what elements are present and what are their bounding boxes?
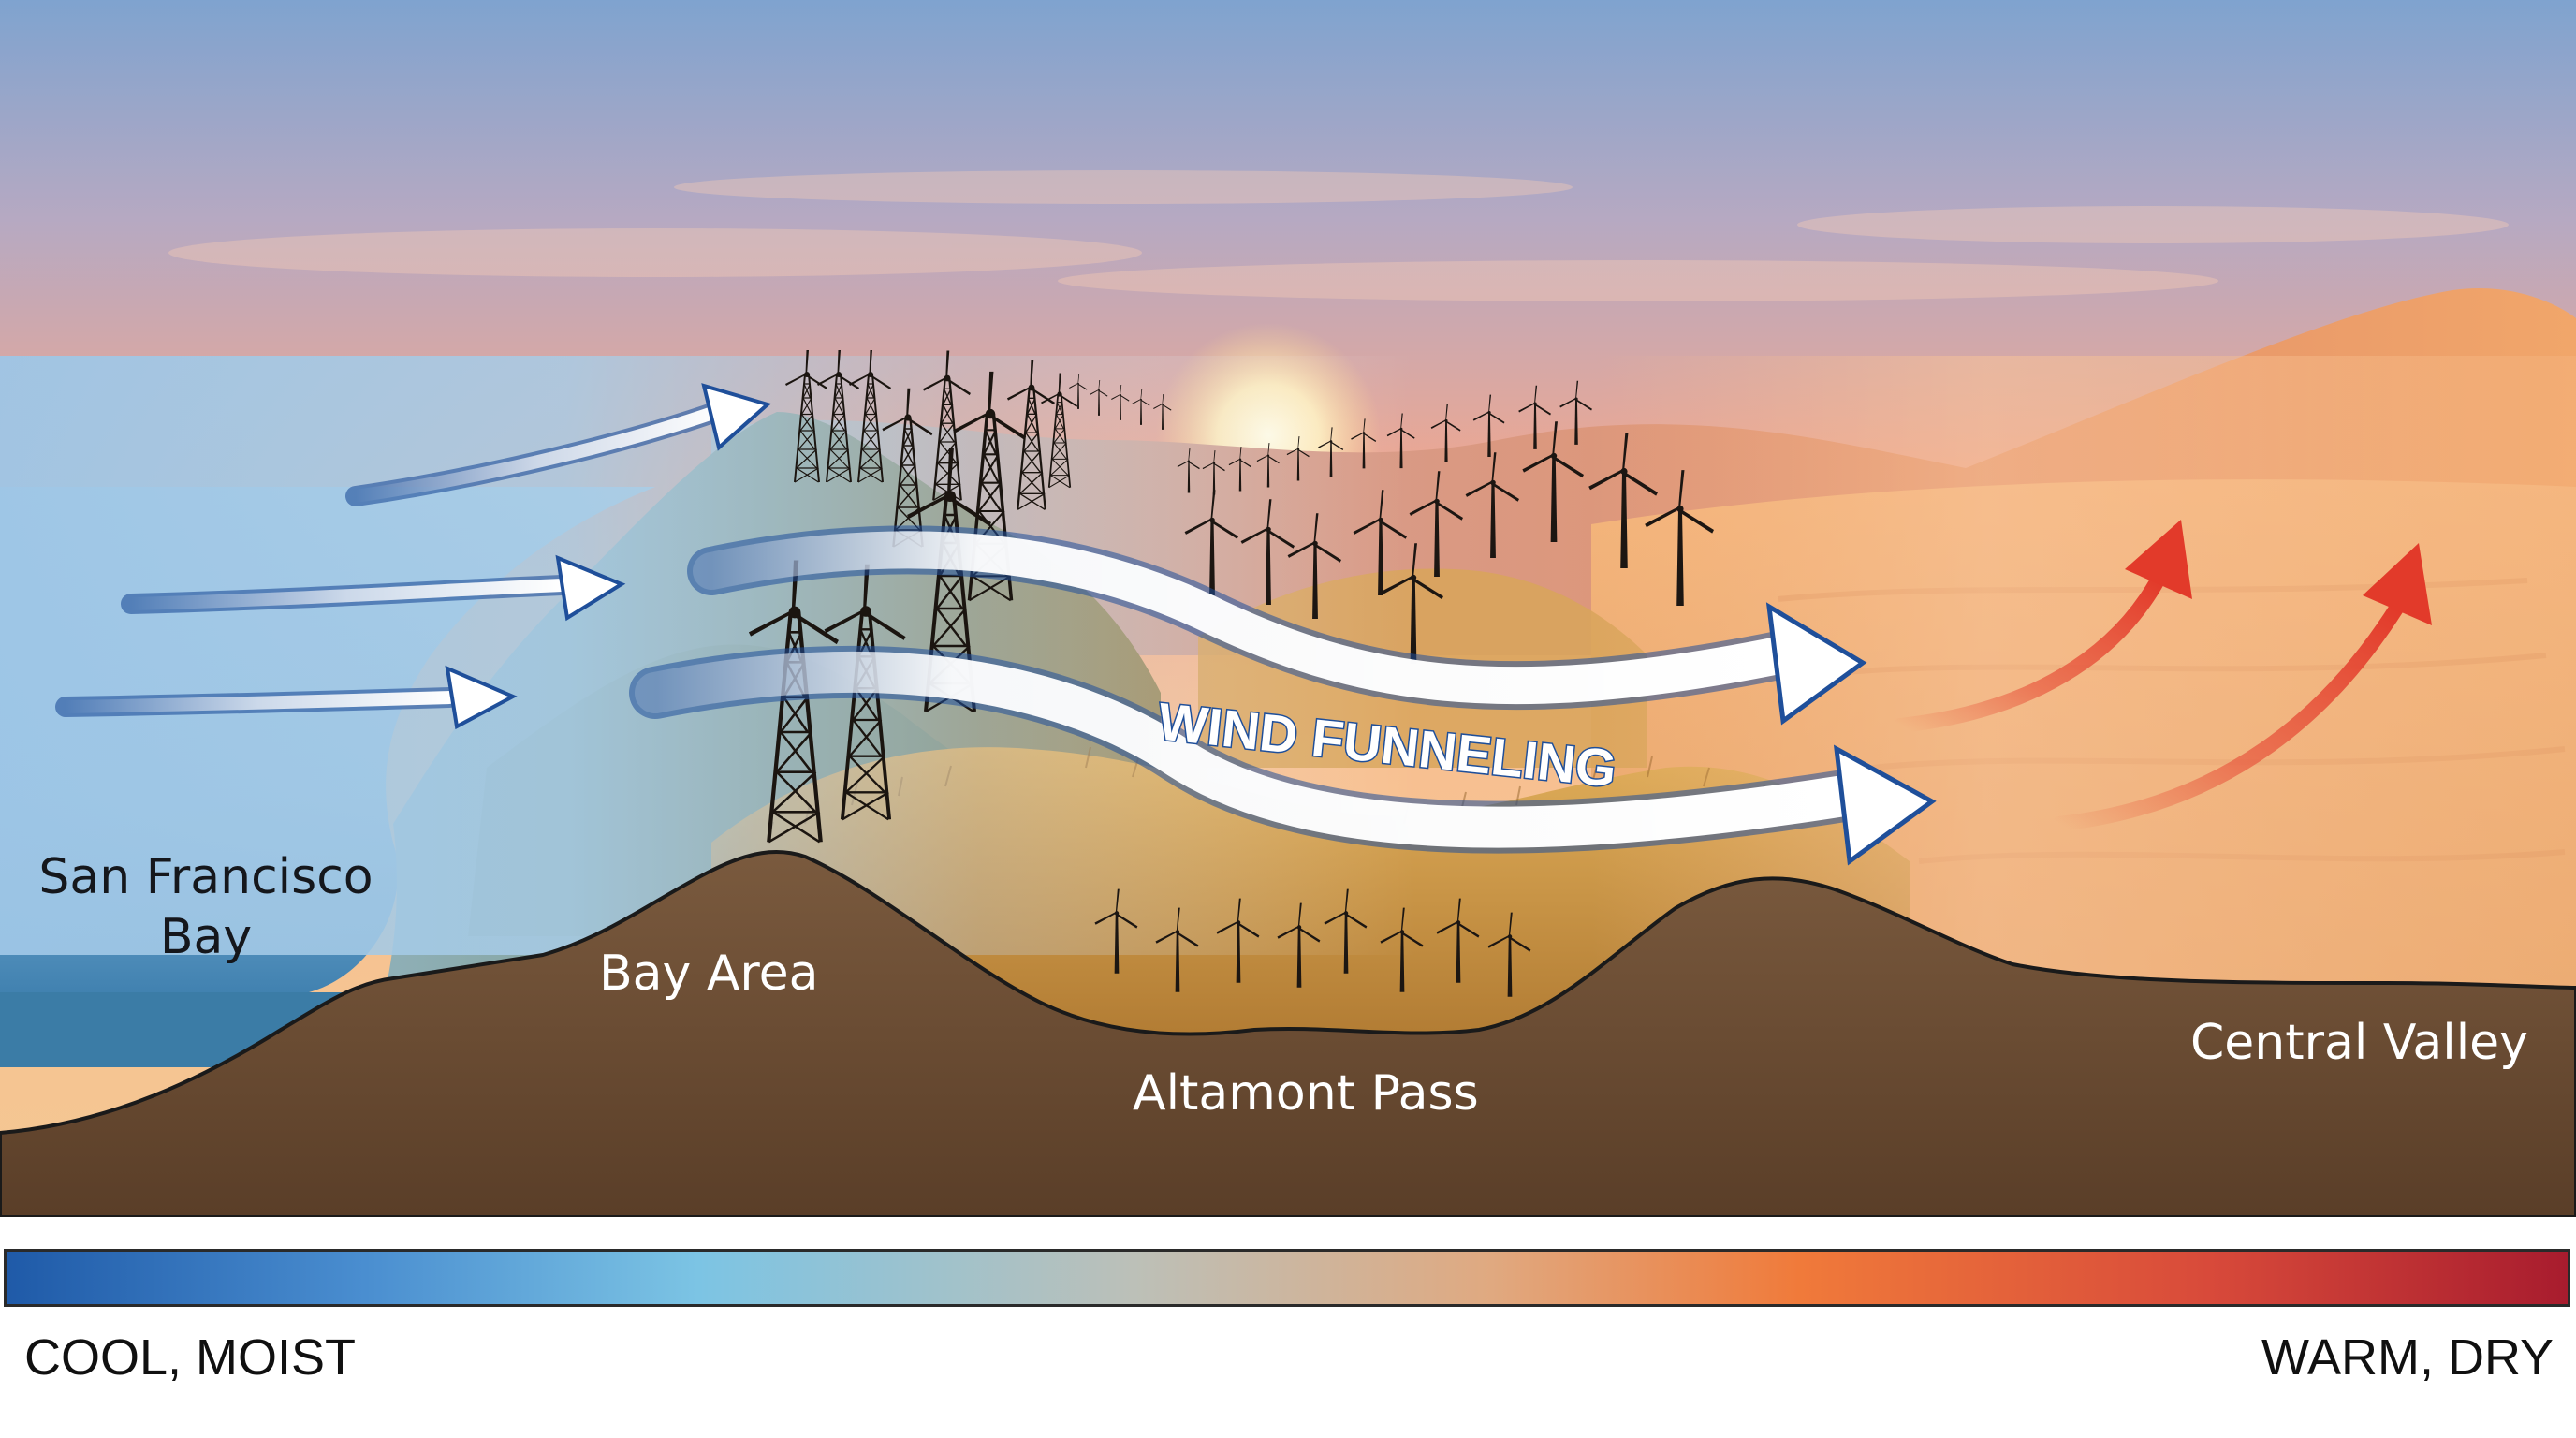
ground-cross-section <box>0 850 2576 1217</box>
temperature-color-bar <box>4 1249 2570 1307</box>
san-francisco-bay-label: San Francisco Bay <box>38 849 373 965</box>
cool-moist-label: COOL, MOIST <box>24 1329 357 1386</box>
wind-funneling-arrows <box>629 525 1937 866</box>
warm-dry-label: WARM, DRY <box>2261 1329 2554 1386</box>
cool-wind-arrows <box>55 383 772 730</box>
diagram-scene: WIND FUNNELING <box>0 0 2576 1217</box>
central-valley-label: Central Valley <box>2190 1015 2528 1071</box>
altamont-pass-label: Altamont Pass <box>1133 1065 1479 1122</box>
bay-area-label: Bay Area <box>599 946 819 1002</box>
warm-rising-arrows <box>1893 520 2432 831</box>
